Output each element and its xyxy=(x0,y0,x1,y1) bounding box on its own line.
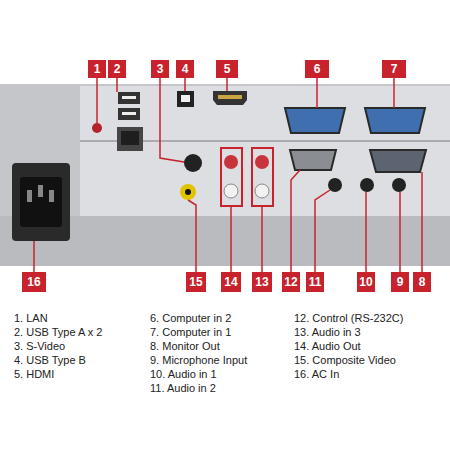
callout-box: 9 xyxy=(391,272,409,292)
leader-lines xyxy=(34,78,422,272)
callout-number: 10 xyxy=(359,276,372,288)
audio-out-frame xyxy=(221,148,242,206)
composite-port xyxy=(180,184,196,200)
port-list-item: 5. HDMI xyxy=(14,368,54,381)
ac-pin xyxy=(49,190,54,202)
callout-box: 3 xyxy=(151,60,169,78)
leader-line xyxy=(315,190,330,272)
port-list-item: 8. Monitor Out xyxy=(150,340,220,353)
port-list-item: 16. AC In xyxy=(294,368,339,381)
callout-number: 2 xyxy=(114,63,121,75)
leader-line xyxy=(226,78,228,91)
callout-number: 7 xyxy=(391,63,398,75)
callout-box: 6 xyxy=(305,60,329,78)
callout-box: 14 xyxy=(221,272,241,292)
callout-number: 16 xyxy=(27,276,40,288)
leader-line xyxy=(96,78,98,123)
ac-inlet-socket xyxy=(20,177,62,227)
port-list-item: 7. Computer in 1 xyxy=(150,326,231,339)
callout-number: 15 xyxy=(189,276,202,288)
usb-a-port xyxy=(118,108,140,120)
callout-number: 8 xyxy=(419,276,426,288)
port-list-item: 10. Audio in 1 xyxy=(150,368,217,381)
port-list-item: 11. Audio in 2 xyxy=(150,382,216,395)
callout-box: 8 xyxy=(413,272,431,292)
vga-port xyxy=(365,108,425,133)
port-list-item: 4. USB Type B xyxy=(14,354,86,367)
callout-number: 12 xyxy=(284,276,297,288)
lan-socket xyxy=(121,131,139,145)
indicator-dot xyxy=(92,123,102,133)
usb-b-port xyxy=(177,91,194,107)
callout-number: 4 xyxy=(182,63,189,75)
rca-red xyxy=(224,155,238,169)
callout-number: 11 xyxy=(309,276,322,288)
leader-line xyxy=(116,78,118,92)
rca-white xyxy=(224,184,238,198)
ac-pin xyxy=(27,190,32,202)
rca-white xyxy=(255,184,269,198)
port-list-item: 6. Computer in 2 xyxy=(150,312,231,325)
port-list-item: 2. USB Type A x 2 xyxy=(14,326,102,339)
port-list-item: 12. Control (RS-232C) xyxy=(294,312,403,325)
leader-line xyxy=(188,200,196,272)
callout-box: 2 xyxy=(108,60,126,78)
leader-line xyxy=(230,206,232,272)
usb-a-tongue xyxy=(122,112,136,115)
leader-line xyxy=(184,78,186,91)
audio-jack xyxy=(360,178,374,192)
callout-box: 13 xyxy=(252,272,272,292)
port-list-item: 1. LAN xyxy=(14,312,48,325)
leader-line xyxy=(33,241,35,272)
leader-line xyxy=(365,192,367,272)
port-list-item: 14. Audio Out xyxy=(294,340,361,353)
port-list-item: 15. Composite Video xyxy=(294,354,396,367)
callout-box: 11 xyxy=(306,272,324,292)
usb-a-port xyxy=(118,92,140,104)
rca-red xyxy=(255,155,269,169)
audio-jack xyxy=(328,178,342,192)
callout-number: 9 xyxy=(397,276,404,288)
port-list-item: 9. Microphone Input xyxy=(150,354,247,367)
callout-number: 5 xyxy=(224,63,231,75)
composite-center xyxy=(185,189,191,195)
callout-box: 5 xyxy=(216,60,238,78)
callout-box: 16 xyxy=(22,272,46,292)
leader-line xyxy=(160,78,184,162)
leader-line xyxy=(291,170,300,272)
callout-number: 13 xyxy=(255,276,268,288)
hdmi-contacts xyxy=(218,95,242,99)
vga-port xyxy=(285,108,345,133)
port-list-item: 13. Audio in 3 xyxy=(294,326,361,339)
callout-box: 12 xyxy=(282,272,300,292)
ac-inlet xyxy=(12,163,70,241)
callout-box: 15 xyxy=(186,272,206,292)
callout-number: 1 xyxy=(94,63,101,75)
s-video-port xyxy=(184,154,202,172)
callout-number: 3 xyxy=(157,63,164,75)
usb-b-core xyxy=(181,95,190,102)
callout-box: 10 xyxy=(357,272,375,292)
callout-box: 1 xyxy=(88,60,106,78)
panel-back xyxy=(0,84,450,266)
audio-jack xyxy=(392,178,406,192)
callout-number: 6 xyxy=(314,63,321,75)
usb-a-tongue xyxy=(122,96,136,99)
port-list-item: 3. S-Video xyxy=(14,340,65,353)
leader-line xyxy=(261,206,263,272)
callout-number: 14 xyxy=(224,276,237,288)
callout-box: 7 xyxy=(382,60,406,78)
rs232c-port xyxy=(290,150,336,170)
monitor-out-port xyxy=(370,150,426,172)
leader-line xyxy=(399,192,401,272)
hdmi-port xyxy=(213,91,247,105)
lan-port xyxy=(117,127,143,151)
leader-line xyxy=(316,78,318,108)
audio-in3-frame xyxy=(252,148,273,206)
callout-box: 4 xyxy=(176,60,194,78)
leader-line xyxy=(393,78,395,108)
ac-pin xyxy=(38,185,43,197)
leader-line xyxy=(421,172,423,272)
